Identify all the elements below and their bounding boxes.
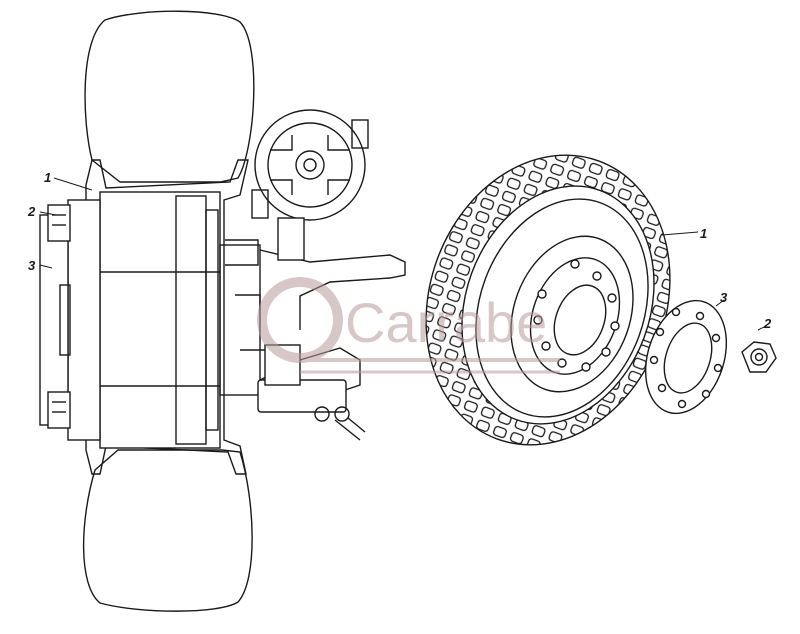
mounted-wheel-assembly [39, 10, 406, 612]
wheel-nut [741, 341, 777, 373]
brake-drum [99, 191, 221, 449]
leaders-left [39, 177, 767, 331]
wheel-nut-upper [47, 204, 71, 242]
lower-tire-section [82, 449, 253, 612]
callout-right-1: 1 [700, 226, 707, 241]
watermark-text: Carrabe [345, 291, 547, 354]
spare-wheel-carrier [254, 109, 366, 221]
callout-right-2: 2 [763, 316, 772, 331]
callout-right-3: 3 [720, 290, 728, 305]
callout-left-1: 1 [44, 170, 51, 185]
wheel-nut-lower [47, 391, 71, 429]
callout-left-2: 2 [27, 204, 36, 219]
callout-left-3: 3 [28, 258, 36, 273]
upper-tire-section [84, 10, 255, 183]
wheel-disk [67, 199, 101, 441]
watermark: Carrabe [257, 277, 560, 374]
